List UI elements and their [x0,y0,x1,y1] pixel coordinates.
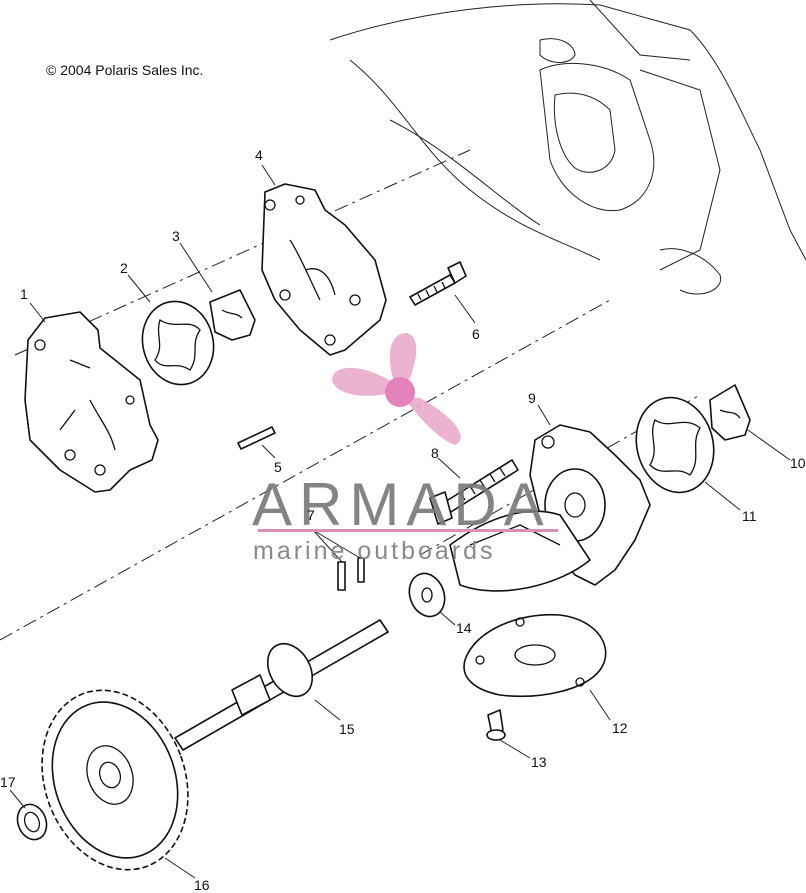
part-15-shaft [174,619,389,751]
callout-14: 14 [456,620,472,636]
leader-lines [9,164,791,879]
callout-9: 9 [528,390,536,406]
part-5-pin [237,426,276,450]
part-10-inner-rotor [709,384,751,441]
part-14-washer [408,572,446,618]
callout-8: 8 [431,445,439,461]
part-6-screw [409,261,467,306]
part-17-ring [16,803,48,841]
callout-12: 12 [612,720,628,736]
callout-1: 1 [20,286,28,302]
callout-3: 3 [172,228,180,244]
watermark-rule [258,529,558,532]
part-11-outer-rotor [635,396,715,494]
part-16-gear [41,689,189,871]
copyright-text: © 2004 Polaris Sales Inc. [46,62,204,78]
part-1-pump-body [24,311,159,493]
axis-line-middle [0,299,611,641]
crankcase-housing [329,0,806,295]
part-13-screw [486,709,506,741]
callout-6: 6 [472,326,480,342]
callout-17: 17 [0,774,16,790]
part-8-bolt [429,459,519,525]
callout-2: 2 [120,260,128,276]
callout-10: 10 [790,455,806,471]
axis-line-upper [14,149,471,356]
part-3-inner-rotor [209,289,256,341]
callout-7: 7 [307,507,315,523]
part-7-pins [337,557,365,591]
callout-13: 13 [531,754,547,770]
callout-11: 11 [742,508,757,524]
callout-15: 15 [339,721,355,737]
callout-16: 16 [194,877,210,893]
watermark-tagline: marine outboards [253,537,496,565]
part-12-gasket [463,613,607,698]
watermark-brand: ARMADA [252,471,551,538]
callout-4: 4 [255,147,263,163]
callout-5: 5 [274,459,282,475]
part-4-pump-cover [261,183,387,356]
watermark-logo [332,333,461,445]
part-2-outer-rotor [141,300,215,386]
